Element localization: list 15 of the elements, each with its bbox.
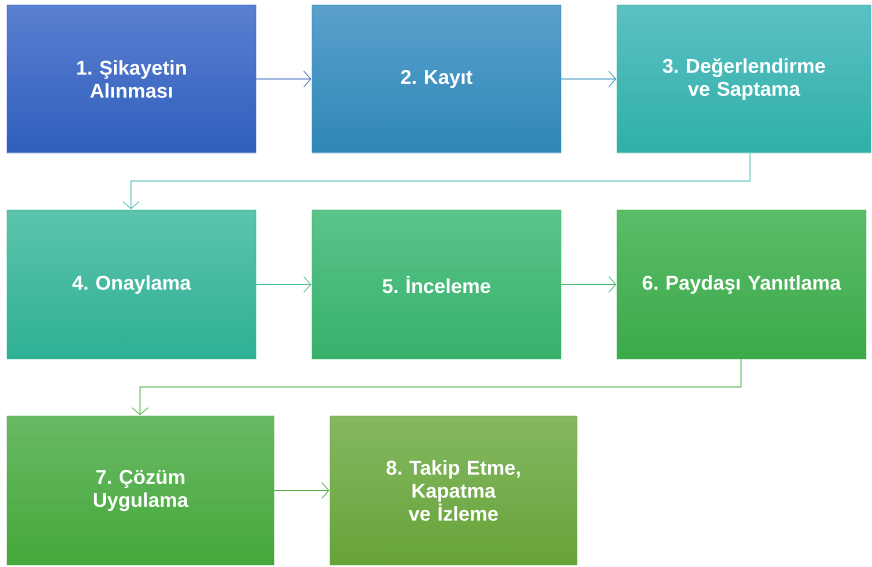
process-box: 3. Değerlendirme ve Saptama (616, 4, 872, 154)
arrow (132, 358, 742, 416)
process-box: 4. Onaylama (6, 210, 256, 360)
arrow (560, 276, 616, 293)
arrow (560, 70, 616, 88)
arrow (274, 482, 330, 499)
process-box: 5. İnceleme (312, 210, 562, 360)
process-box: 7. Çözüm Uygulama (6, 416, 274, 566)
arrow (122, 152, 750, 210)
process-box: 1. Şikayetin Alınması (6, 4, 256, 154)
process-box: 6. Paydaşı Yanıtlama (616, 210, 866, 360)
process-box: 8. Takip Etme, Kapatma ve İzleme (330, 416, 578, 566)
arrow (256, 276, 312, 293)
process-box: 2. Kayıt (312, 4, 562, 154)
arrow (256, 70, 312, 88)
